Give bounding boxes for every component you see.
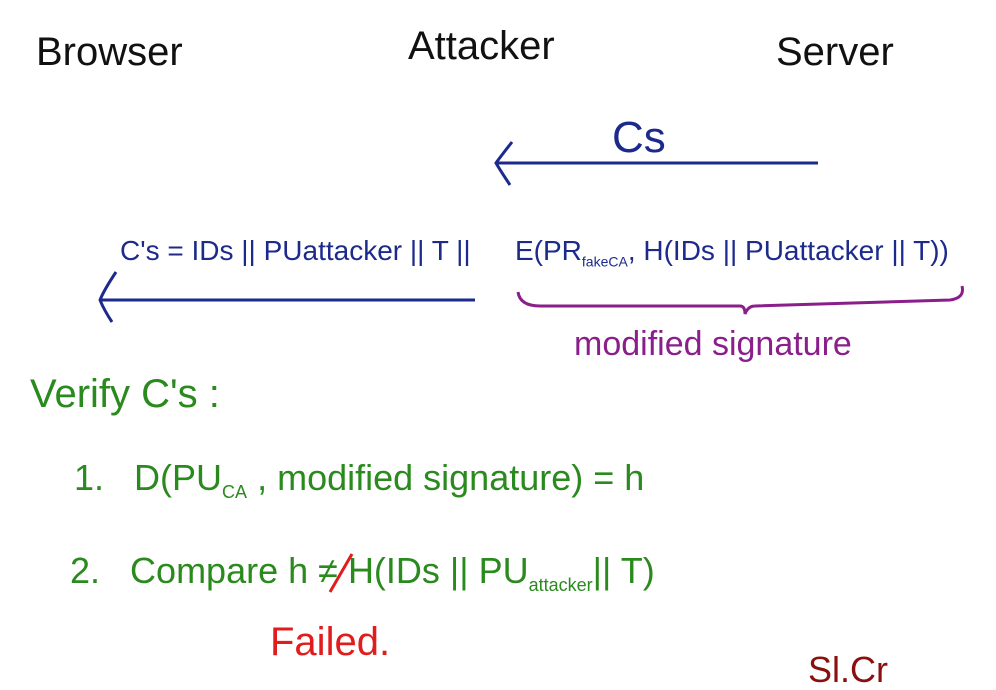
step1-pre: D(PU [134, 457, 223, 498]
step2-neq: ≠ [318, 550, 338, 591]
cs-prime-eq: = IDs || PUattacker || T || [167, 235, 471, 266]
step2-number: 2. [70, 550, 101, 591]
result-failed: Failed. [270, 620, 391, 664]
strike-neq [328, 553, 354, 593]
verify-step-2: 2. Compare h ≠ H(IDs || PUattacker|| T) [70, 550, 655, 594]
label-server: Server [776, 30, 894, 74]
step1-sub: CA [222, 482, 248, 503]
cs-prime-sig-rest: , H(IDs || PUattacker || T)) [627, 235, 949, 266]
step1-post: , modified signature) = h [257, 457, 645, 498]
label-attacker: Attacker [408, 24, 555, 68]
verify-title: Verify C's : [30, 372, 220, 416]
step2-sub: attacker [528, 575, 593, 596]
message-cs-prime: C's = IDs || PUattacker || T || [120, 235, 471, 267]
cutoff-text: Sl.Cr [808, 649, 888, 690]
cs-prime-sig-sub: fakeCA [581, 253, 628, 270]
brace-label: modified signature [574, 325, 852, 363]
arrow-cs-prime [98, 271, 475, 323]
step2-end: || T) [592, 550, 655, 591]
brace-signature [516, 285, 964, 315]
cs-prime-sig-prefix: E(PR [515, 235, 582, 266]
step1-number: 1. [74, 457, 105, 498]
step2-post: H(IDs || PU [347, 550, 529, 591]
cs-prime-lhs: C's [120, 235, 160, 266]
arrow-cs [494, 141, 818, 186]
verify-step-1: 1. D(PUCA , modified signature) = h [74, 457, 645, 501]
step2-pre: Compare h [130, 550, 309, 591]
label-browser: Browser [36, 30, 183, 74]
message-cs-prime-signature: E(PRfakeCA, H(IDs || PUattacker || T)) [515, 235, 949, 270]
message-cs: Cs [612, 113, 666, 162]
